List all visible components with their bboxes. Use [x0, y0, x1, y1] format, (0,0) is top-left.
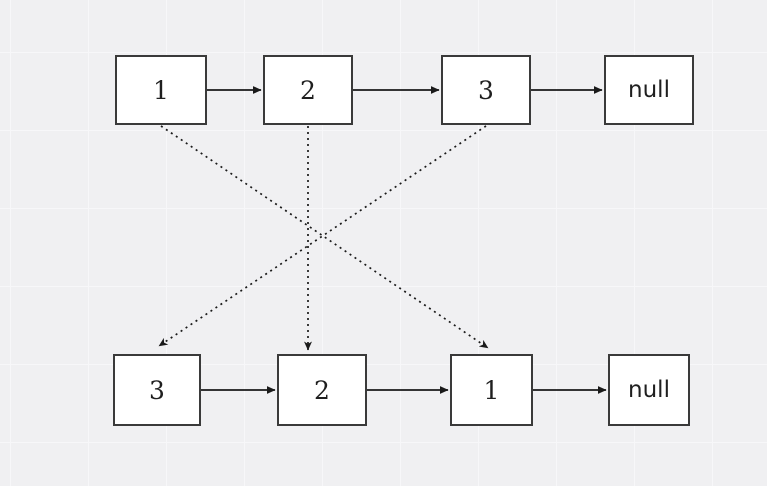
edge-map-top3-to-bottom3 — [158, 125, 487, 347]
node-original-list-3-2: 3 — [441, 55, 531, 125]
node-reversed-list-2-1: 2 — [277, 354, 367, 426]
node-reversed-list-null-3: null — [608, 354, 690, 426]
node-reversed-list-1-2: 1 — [450, 354, 533, 426]
node-original-list-2-1: 2 — [263, 55, 353, 125]
node-original-list-1-0: 1 — [115, 55, 207, 125]
dotted-edges — [158, 125, 489, 351]
solid-edges — [201, 86, 607, 394]
node-reversed-list-3-0: 3 — [113, 354, 201, 426]
edge-map-top1-to-bottom1 — [160, 125, 489, 349]
node-original-list-null-3: null — [604, 55, 694, 125]
